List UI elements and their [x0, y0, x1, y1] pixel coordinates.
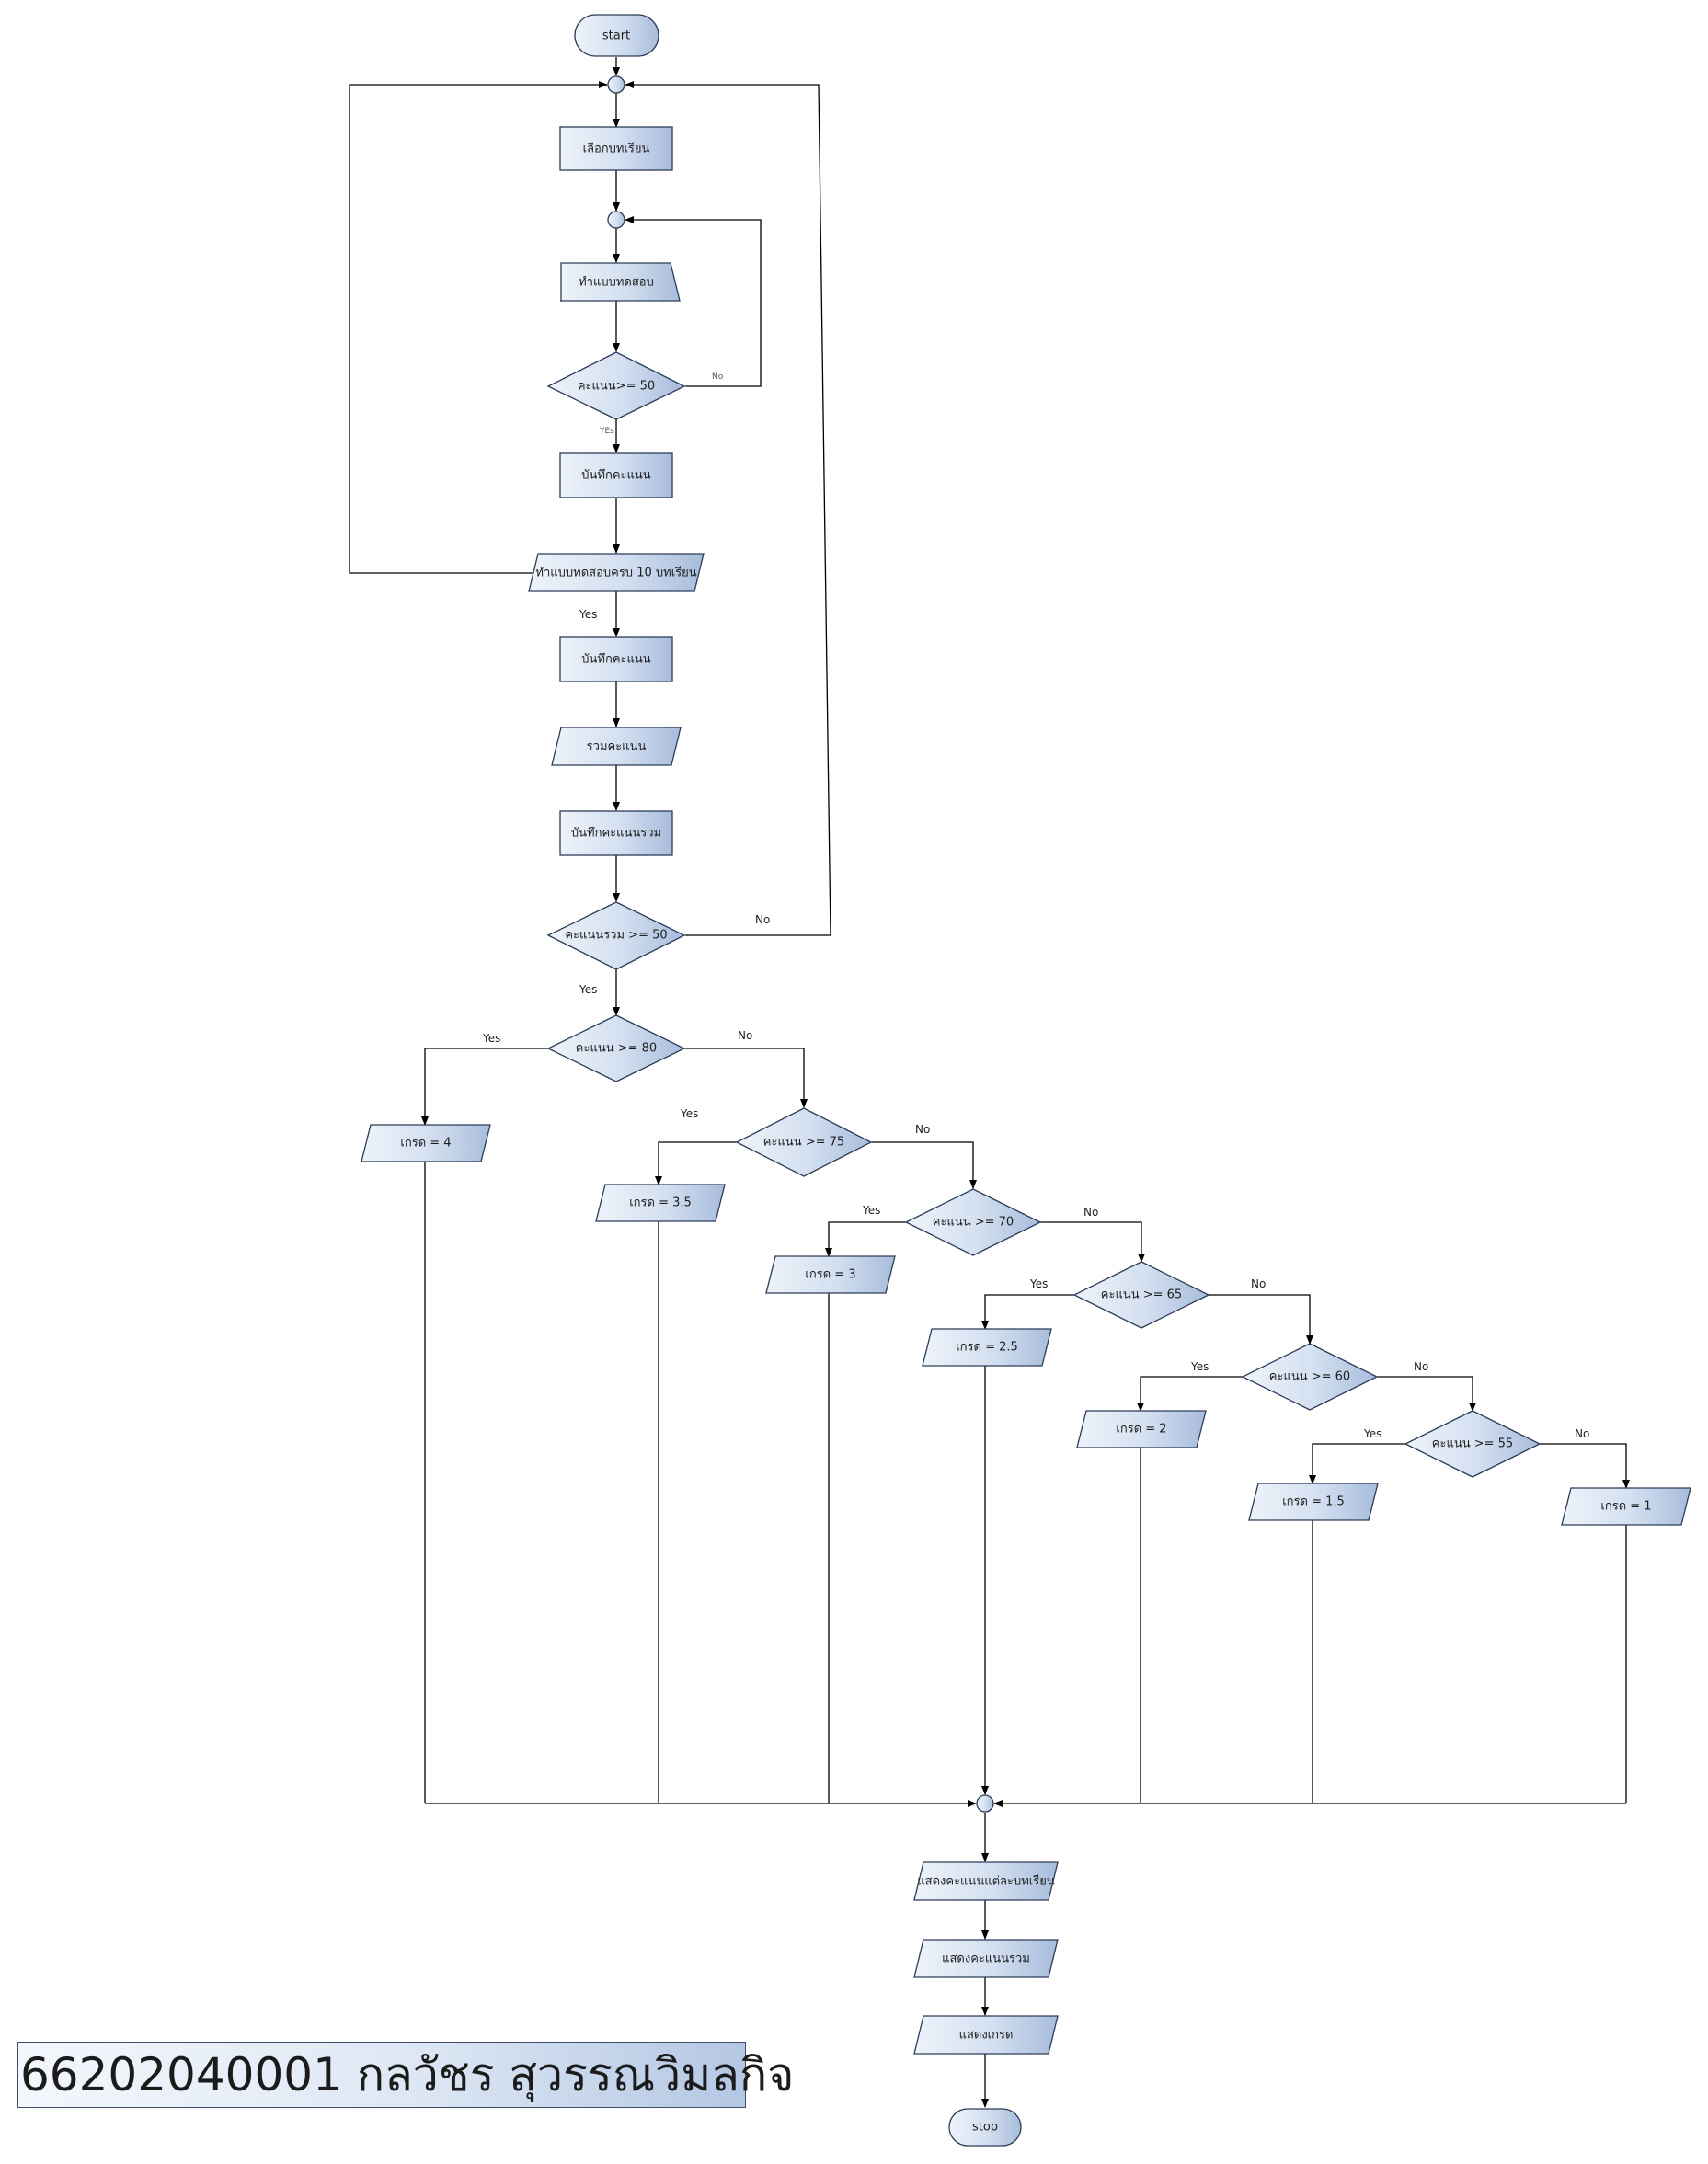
edge-65-yes: [981, 1294, 1074, 1330]
save-score-box-2: [559, 636, 673, 682]
connectors: [349, 57, 1630, 2108]
edge-labels: No YEs Yes No Yes Yes No Yes No Yes No Y…: [482, 372, 1589, 1440]
grade-3-5-label: เกรด = 3.5: [629, 1196, 692, 1210]
score-55-diamond: [1404, 1410, 1542, 1478]
select-lesson-box: [559, 126, 673, 171]
stop-terminator: [948, 2108, 1022, 2147]
show-each-label: แสดงคะแนนแต่ละบทเรียน: [917, 1874, 1055, 1889]
node-labels: start เลือกบทเรียน ทำแบบทดสอบ คะแนน>= 50…: [400, 29, 1651, 2135]
label-70-yes: Yes: [862, 1204, 880, 1217]
edge-70-yes: [825, 1221, 906, 1257]
grade-1-parallelogram: [1561, 1487, 1691, 1526]
shapes: [361, 14, 1691, 2147]
save-total-label: บันทึกคะแนนรวม: [571, 827, 661, 841]
save-score-label: บันทึกคะแนน: [581, 469, 651, 483]
label-80-no: No: [738, 1029, 752, 1042]
edge-80-no: [684, 1048, 808, 1108]
score-80-label: คะแนน >= 80: [576, 1042, 657, 1056]
show-total-label: แสดงคะแนนรวม: [942, 1952, 1030, 1966]
label-quiz-yes: YEs: [599, 427, 614, 436]
stop-label: stop: [972, 2121, 998, 2135]
score-70-label: คะแนน >= 70: [933, 1216, 1014, 1230]
sum-score-parallelogram: [551, 727, 682, 766]
label-60-no: No: [1414, 1360, 1428, 1373]
label-65-yes: Yes: [1029, 1277, 1048, 1290]
label-80-yes: Yes: [482, 1032, 500, 1045]
score-60-label: คะแนน >= 60: [1269, 1370, 1350, 1384]
label-55-no: No: [1575, 1427, 1589, 1440]
score-70-diamond: [904, 1188, 1042, 1256]
show-grade-label: แสดงเกรด: [959, 2029, 1014, 2043]
label-total-yes: Yes: [579, 983, 597, 996]
grade-3-parallelogram: [765, 1255, 896, 1294]
score-65-label: คะแนน >= 65: [1101, 1288, 1182, 1302]
score-75-label: คะแนน >= 75: [763, 1136, 844, 1150]
label-ten-yes: Yes: [579, 608, 597, 621]
score-60-diamond: [1241, 1343, 1379, 1411]
take-quiz-label: ทำแบบทดสอบ: [579, 276, 654, 290]
sum-score-label: รวมคะแนน: [587, 740, 647, 754]
edge-ten-no-loop: [349, 81, 608, 574]
edge-60-yes: [1137, 1376, 1243, 1412]
label-70-no: No: [1083, 1206, 1098, 1219]
grade-2-label: เกรด = 2: [1116, 1423, 1166, 1437]
start-label: start: [602, 29, 630, 43]
grade-1-5-parallelogram: [1248, 1483, 1379, 1521]
edge-70-no: [1040, 1221, 1145, 1263]
merge-point-1: [607, 75, 625, 94]
author-label: 66202040001 กลวัชร สุวรรณวิมลกิจ: [20, 2048, 795, 2101]
grade-1-5-label: เกรด = 1.5: [1282, 1495, 1345, 1509]
score-check-diamond: [546, 351, 686, 420]
save-score-box: [559, 452, 673, 498]
label-total-no: No: [755, 913, 770, 926]
score-80-diamond: [546, 1014, 686, 1082]
label-60-yes: Yes: [1190, 1360, 1209, 1373]
show-each-parallelogram: [913, 1861, 1059, 1901]
show-grade-parallelogram: [913, 2015, 1059, 2055]
grade-4-parallelogram: [361, 1124, 491, 1162]
merge-point-3: [976, 1794, 994, 1813]
edge-75-yes: [655, 1141, 737, 1185]
ten-lessons-label: ทำแบบทดสอบครบ 10 บทเรียน: [535, 566, 696, 580]
edge-65-no: [1209, 1294, 1313, 1345]
total-check-diamond: [546, 901, 686, 970]
label-55-yes: Yes: [1363, 1427, 1381, 1440]
edge-80-yes: [421, 1048, 548, 1126]
label-75-yes: Yes: [680, 1107, 698, 1120]
label-75-no: No: [915, 1123, 930, 1136]
score-55-label: คะแนน >= 55: [1432, 1437, 1513, 1451]
edge-60-no: [1377, 1376, 1476, 1412]
take-quiz-parallelogram: [560, 262, 681, 302]
score-check-label: คะแนน>= 50: [578, 380, 655, 394]
edge-check-no-loop: [625, 216, 762, 387]
score-75-diamond: [735, 1107, 873, 1177]
save-total-box: [559, 810, 673, 856]
save-score-2-label: บันทึกคะแนน: [581, 653, 651, 667]
score-65-diamond: [1072, 1261, 1210, 1329]
grade-3-5-parallelogram: [595, 1184, 726, 1222]
grade-1-label: เกรด = 1: [1600, 1500, 1651, 1514]
edge-75-no: [871, 1141, 977, 1189]
edge-total-no-loop: [625, 81, 831, 936]
select-lesson-label: เลือกบทเรียน: [583, 142, 650, 156]
merge-point-2: [607, 211, 625, 229]
edge-55-no: [1540, 1443, 1630, 1489]
edge-55-yes: [1309, 1443, 1405, 1484]
grade-3-label: เกรด = 3: [805, 1268, 855, 1282]
label-65-no: No: [1251, 1277, 1266, 1290]
show-total-parallelogram: [913, 1939, 1059, 1978]
author-label-box: 66202040001 กลวัชร สุวรรณวิมลกิจ: [17, 2042, 794, 2108]
label-quiz-no: No: [712, 372, 724, 382]
grade-2-5-label: เกรด = 2.5: [956, 1341, 1018, 1355]
ten-lessons-parallelogram: [528, 553, 705, 592]
grade-4-label: เกรด = 4: [400, 1137, 451, 1151]
grade-2-parallelogram: [1076, 1410, 1207, 1448]
total-check-label: คะแนนรวม >= 50: [565, 929, 667, 943]
start-terminator: [574, 14, 659, 57]
grade-2-5-parallelogram: [922, 1328, 1052, 1367]
